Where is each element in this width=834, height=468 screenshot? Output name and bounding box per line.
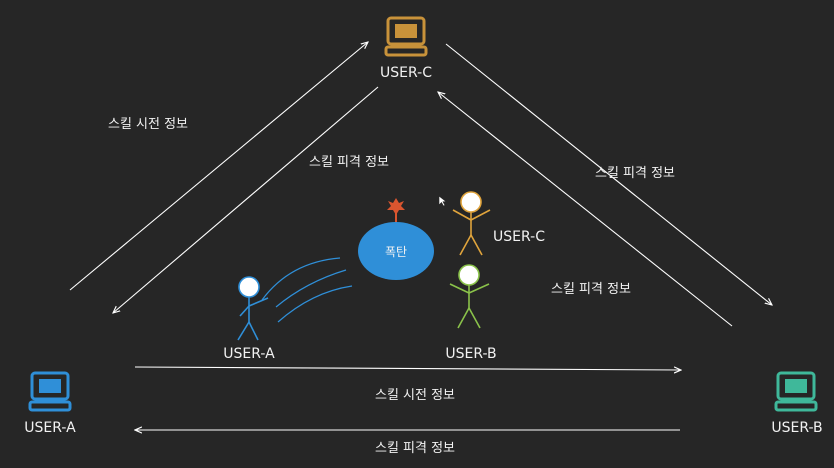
bomb-icon — [358, 198, 434, 280]
arrow-label-b-to-c: 스킬 피격 정보 — [551, 282, 631, 297]
stick-figure-user-b — [449, 264, 490, 329]
throw-trajectory — [261, 257, 353, 323]
figure-label-user-b: USER-B — [445, 346, 496, 362]
user-c-node-label: USER-C — [380, 65, 432, 81]
arrow-c-to-b — [445, 43, 772, 305]
user-c-computer-icon — [384, 16, 428, 57]
arrow-label-c-to-b: 스킬 피격 정보 — [595, 166, 675, 181]
user-b-computer-icon — [774, 371, 818, 412]
arrow-a-to-c — [69, 42, 368, 291]
user-b-node-label: USER-B — [771, 420, 822, 436]
stick-figure-user-a — [237, 276, 269, 341]
figure-label-user-a: USER-A — [223, 346, 275, 362]
arrow-b-to-c — [438, 92, 733, 327]
bomb-label: 폭탄 — [385, 245, 407, 259]
arrow-label-a-to-c: 스킬 시전 정보 — [108, 117, 188, 132]
stick-figure-user-c — [452, 191, 491, 256]
arrow-label-c-to-a: 스킬 피격 정보 — [309, 155, 389, 170]
user-a-node-label: USER-A — [24, 420, 76, 436]
mouse-cursor-icon — [438, 195, 447, 207]
arrow-c-to-a — [113, 86, 379, 313]
arrow-label-a-to-b: 스킬 시전 정보 — [375, 388, 455, 403]
arrow-label-b-to-a: 스킬 피격 정보 — [375, 441, 455, 456]
figure-label-user-c: USER-C — [493, 229, 545, 245]
user-a-computer-icon — [28, 371, 72, 412]
arrow-a-to-b — [134, 367, 681, 370]
